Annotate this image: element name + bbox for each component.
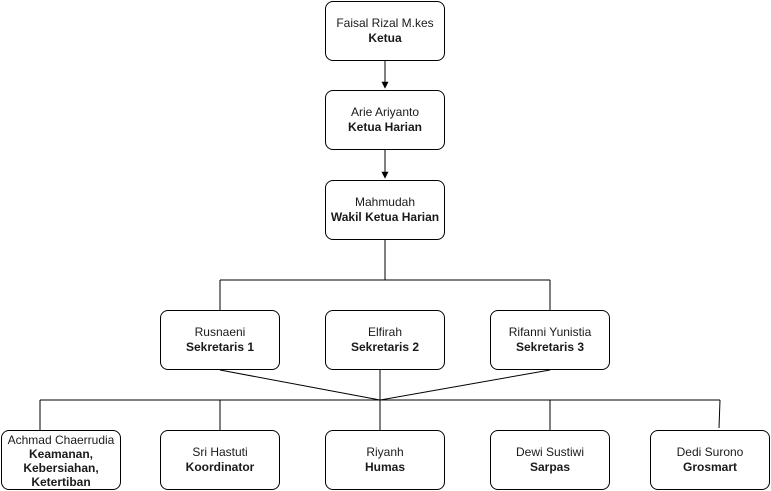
node-name: Achmad Chaerrudia <box>7 433 115 447</box>
node-wakil-ketua-harian: Mahmudah Wakil Ketua Harian <box>325 180 445 240</box>
line-sek3-merge <box>379 369 551 401</box>
node-name: Elfirah <box>367 325 402 339</box>
node-role: Sarpas <box>529 460 571 474</box>
node-koordinator: Sri Hastuti Koordinator <box>160 430 280 490</box>
node-role: Sekretaris 3 <box>515 340 585 354</box>
node-name: Dedi Surono <box>676 445 744 459</box>
node-role: Grosmart <box>682 460 738 474</box>
node-role: Sekretaris 1 <box>185 340 255 354</box>
node-role: Humas <box>364 460 405 474</box>
node-sekretaris-2: Elfirah Sekretaris 2 <box>325 310 445 370</box>
node-role: Wakil Ketua Harian <box>330 210 440 224</box>
node-name: Faisal Rizal M.kes <box>336 16 434 30</box>
node-ketua: Faisal Rizal M.kes Ketua <box>325 1 445 61</box>
node-name: Riyanh <box>366 445 404 459</box>
node-role: Ketua <box>368 31 402 45</box>
node-sarpas: Dewi Sustiwi Sarpas <box>490 430 610 490</box>
node-role-line-3: Ketertiban <box>31 475 91 489</box>
node-name: Dewi Sustiwi <box>515 445 584 459</box>
node-name: Sri Hastuti <box>192 445 248 459</box>
node-humas: Riyanh Humas <box>325 430 445 490</box>
node-keamanan: Achmad Chaerrudia Keamanan, Kebersiahan,… <box>1 430 121 490</box>
node-sekretaris-1: Rusnaeni Sekretaris 1 <box>160 310 280 370</box>
node-grosmart: Dedi Surono Grosmart <box>650 430 770 490</box>
line-to-grosmart <box>718 399 721 429</box>
node-role: Ketua Harian <box>347 120 423 134</box>
node-name: Arie Ariyanto <box>350 105 420 119</box>
node-role-line-2: Kebersiahan, <box>23 461 99 475</box>
line-sek1-merge <box>219 369 381 401</box>
node-role: Sekretaris 2 <box>350 340 420 354</box>
node-role: Koordinator <box>185 460 255 474</box>
node-name: Mahmudah <box>354 195 416 209</box>
node-name: Rifanni Yunistia <box>508 325 592 339</box>
node-name: Rusnaeni <box>194 325 246 339</box>
node-sekretaris-3: Rifanni Yunistia Sekretaris 3 <box>490 310 610 370</box>
node-role-line-1: Keamanan, <box>28 447 94 461</box>
node-ketua-harian: Arie Ariyanto Ketua Harian <box>325 90 445 150</box>
